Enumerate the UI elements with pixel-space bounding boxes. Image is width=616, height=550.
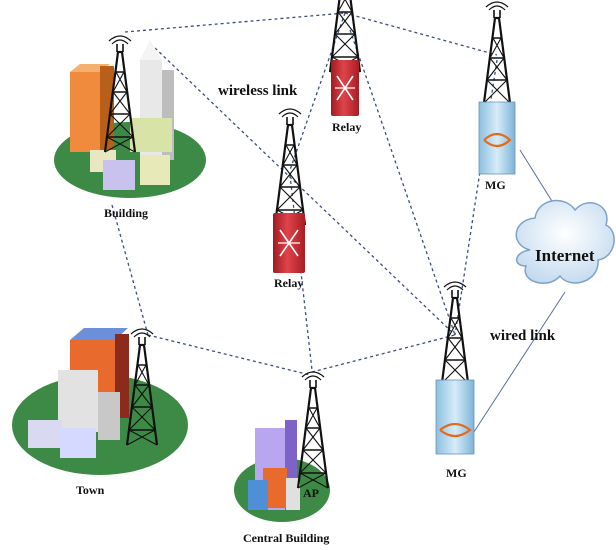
wired-links [469,149,566,439]
label-town: Town [76,483,105,497]
label-relay-middle: Relay [274,276,304,290]
mg-icon [435,280,475,455]
label-central-building: Central Building [243,531,330,545]
town-icon [12,327,188,475]
label-building: Building [104,206,149,220]
label-mg-top: MG [485,178,506,192]
relay-icon [273,107,307,273]
central-building-icon [234,370,330,522]
label-relay-top: Relay [332,120,362,134]
wireless-links [111,12,498,376]
label-ap: AP [303,486,319,500]
relay-icon [328,0,362,116]
label-mg-bottom: MG [446,466,467,480]
mg-icon [478,0,516,175]
label-internet: Internet [535,246,595,265]
building-icon [54,34,206,198]
label-wireless-link: wireless link [218,83,298,99]
label-wired-link: wired link [490,328,556,344]
internet-cloud-icon [515,199,615,284]
